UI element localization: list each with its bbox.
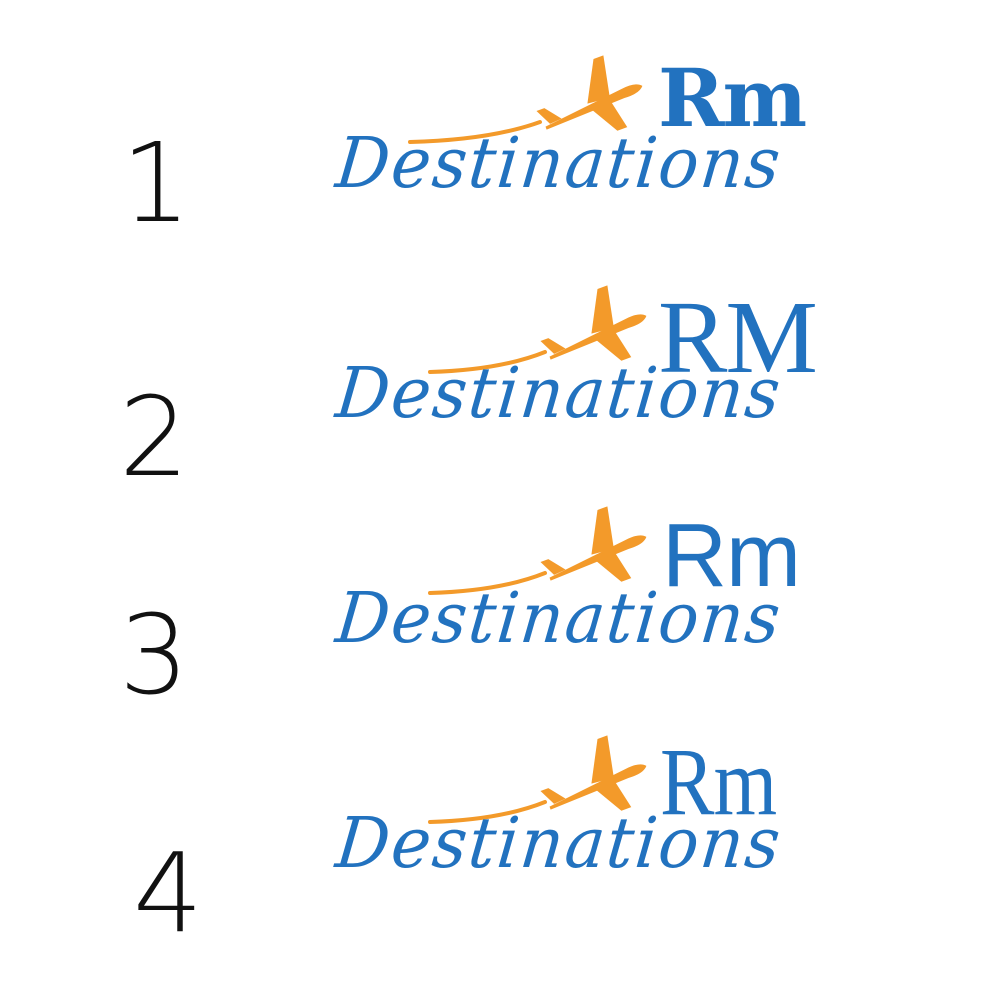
option-number-4: 4: [133, 829, 203, 957]
brand-tagline: Destinations: [332, 802, 786, 884]
airplane-icon: [428, 285, 647, 374]
brand-name: Rm: [662, 506, 801, 606]
brand-name: Rm: [658, 51, 807, 145]
logo-option-3: Rm Destinations: [330, 505, 870, 705]
brand-name: Rm: [660, 728, 777, 835]
logo-option-2: RM Destinations: [330, 280, 870, 480]
logo-option-1: Rm Destinations: [330, 50, 870, 250]
option-number-2: 2: [119, 373, 189, 501]
option-number-1: 1: [121, 119, 191, 247]
logo-option-4: Rm Destinations: [330, 730, 870, 930]
option-number-3: 3: [119, 591, 189, 719]
airplane-icon: [428, 506, 647, 595]
brand-tagline: Destinations: [332, 122, 786, 204]
brand-tagline: Destinations: [332, 577, 786, 659]
airplane-icon: [408, 55, 643, 144]
brand-name: RM: [658, 280, 818, 395]
airplane-icon: [428, 735, 647, 824]
brand-tagline: Destinations: [332, 352, 786, 434]
